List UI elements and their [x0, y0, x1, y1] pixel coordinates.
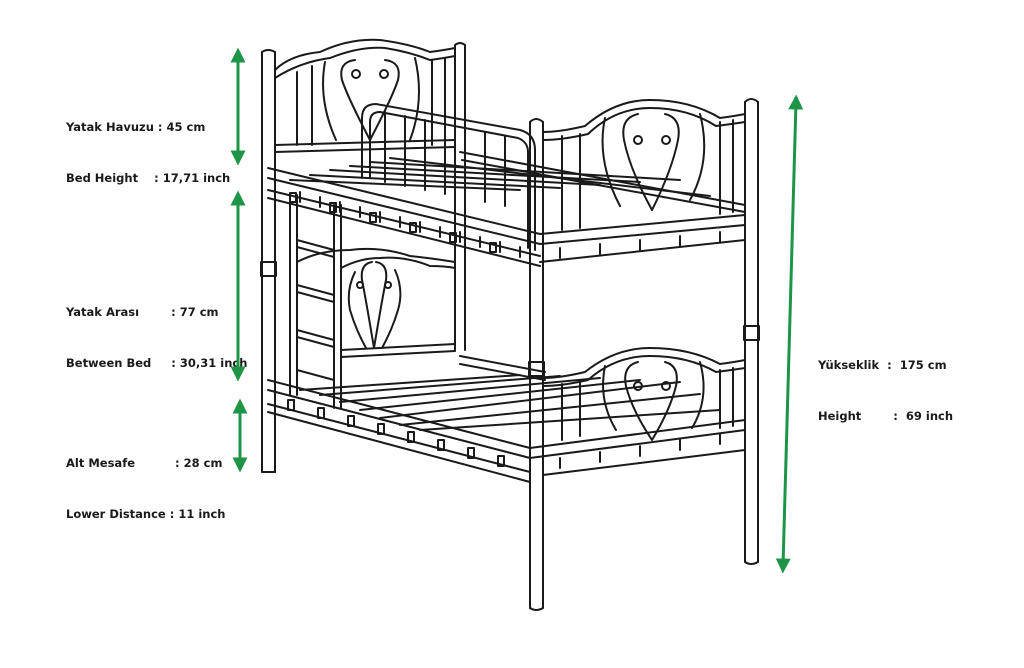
bed-height-turkish: Yatak Havuzu : 45 cm [66, 120, 206, 134]
ladder [289, 194, 342, 409]
back-lower-headboard [296, 247, 456, 358]
back-right-post [454, 42, 466, 351]
upper-mattress-frame [267, 151, 746, 267]
between-bed-turkish: Yatak Arası : 77 cm [66, 305, 219, 319]
upper-guard-rail [361, 103, 536, 251]
bed-height-label: Yatak Havuzu : 45 cm Bed Height : 17,71 … [66, 85, 230, 221]
lower-distance-turkish: Alt Mesafe : 28 cm [66, 456, 223, 470]
front-upper-footboard [542, 99, 746, 231]
lower-distance-label: Alt Mesafe : 28 cm Lower Distance : 11 i… [66, 421, 225, 557]
between-bed-label: Yatak Arası : 77 cm Between Bed : 30,31 … [66, 270, 247, 406]
bed-height-english: Bed Height : 17,71 inch [66, 171, 231, 185]
back-left-post [260, 49, 277, 473]
total-height-label: Yükseklik : 175 cm Height : 69 inch [818, 323, 953, 459]
total-height-english: Height : 69 inch [818, 409, 954, 423]
total-height-turkish: Yükseklik : 175 cm [818, 358, 947, 372]
total-height-arrow [775, 94, 804, 574]
front-right-post [743, 98, 760, 565]
front-left-post [528, 118, 545, 611]
back-upper-headboard [274, 38, 456, 153]
front-lower-footboard [542, 347, 746, 441]
lower-distance-english: Lower Distance : 11 inch [66, 507, 226, 521]
lower-mattress-frame [267, 355, 746, 483]
